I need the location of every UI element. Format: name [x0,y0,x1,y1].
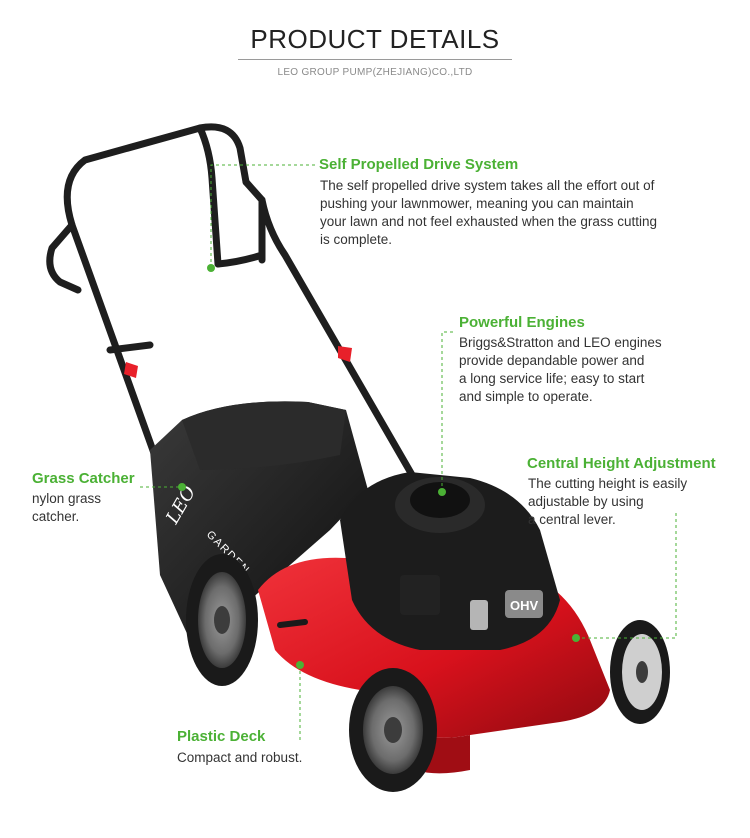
left-handle-knob [124,362,138,378]
rear-wheel [186,554,258,686]
engine: OHV [340,472,560,650]
company-name: LEO GROUP PUMP(ZHEJIANG)CO.,LTD [277,67,473,78]
engines-desc: Briggs&Stratton and LEO engines provide … [459,335,662,404]
title-divider [238,59,512,60]
mower-handle [46,123,419,484]
height-adjustment-desc: The cutting height is easily adjustable … [528,476,688,527]
front-wheel [349,668,437,792]
engines-title: Powerful Engines [459,314,585,331]
plastic-deck-desc: Compact and robust. [177,750,303,765]
right-wheel [610,620,670,724]
right-handle-knob [338,346,352,362]
callout-lines [140,164,677,740]
grass-catcher-desc: nylon grass catcher. [32,491,102,524]
height-adjustment-title: Central Height Adjustment [527,455,716,472]
plastic-deck-title: Plastic Deck [177,728,266,745]
callout-dots [178,264,580,669]
self-propelled-desc: The self propelled drive system takes al… [320,178,657,247]
grass-catcher-title: Grass Catcher [32,470,135,487]
self-propelled-title: Self Propelled Drive System [319,156,519,173]
height-lever [277,619,308,628]
engine-badge: OHV [510,598,539,613]
page-title: PRODUCT DETAILS [250,24,500,54]
